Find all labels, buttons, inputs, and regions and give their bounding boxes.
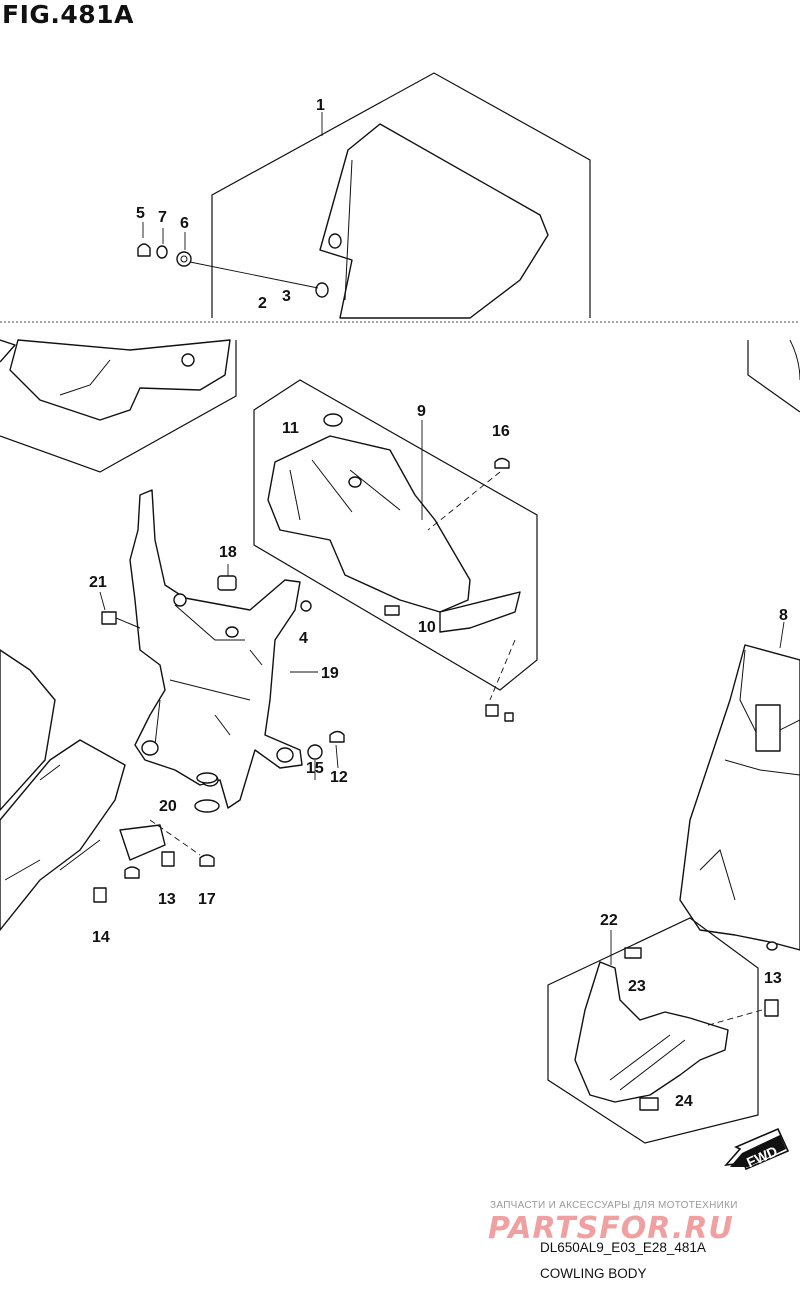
callout-13: 13 — [158, 891, 176, 908]
figure-caption: COWLING BODY — [540, 1266, 647, 1281]
callout-14: 14 — [92, 929, 110, 946]
callout-3: 3 — [282, 288, 291, 305]
callout-20: 20 — [159, 798, 177, 815]
under-cowling-group — [547, 917, 779, 1144]
model-code: DL650AL9_E03_E28_481A — [540, 1240, 706, 1255]
callout-4: 4 — [299, 630, 308, 647]
windscreen-group — [0, 72, 591, 473]
callout-13b: 13 — [764, 970, 782, 987]
callout-8: 8 — [779, 607, 788, 624]
callout-12: 12 — [330, 769, 348, 786]
figure-title: FIG.481A — [2, 0, 134, 29]
callout-24: 24 — [675, 1093, 693, 1110]
front-cowling-group — [679, 621, 800, 951]
callout-6: 6 — [180, 215, 189, 232]
callout-18: 18 — [219, 544, 237, 561]
callout-19: 19 — [321, 665, 339, 682]
watermark-logo: PARTSFOR.RU — [488, 1211, 734, 1246]
callout-23: 23 — [628, 978, 646, 995]
callout-9: 9 — [417, 403, 426, 420]
callout-11: 11 — [282, 420, 299, 437]
callout-16: 16 — [492, 423, 510, 440]
callout-2: 2 — [258, 295, 267, 312]
cowling-bracket-group — [99, 489, 345, 813]
fastener-set-5-6-7 — [137, 222, 192, 267]
callout-21: 21 — [89, 574, 107, 591]
callout-5: 5 — [136, 205, 145, 222]
callout-10: 10 — [418, 619, 436, 636]
callout-7: 7 — [158, 209, 167, 226]
callout-22: 22 — [600, 912, 618, 929]
callout-1: 1 — [316, 97, 325, 114]
meter-panel-group — [253, 379, 538, 722]
callout-17: 17 — [198, 891, 216, 908]
watermark-text: ЗАПЧАСТИ И АКСЕССУАРЫ ДЛЯ МОТОТЕХНИКИ — [490, 1200, 738, 1211]
fwd-arrow-icon: FWD — [724, 1127, 790, 1170]
callout-15: 15 — [306, 760, 324, 777]
left-cowling-group — [0, 649, 215, 931]
